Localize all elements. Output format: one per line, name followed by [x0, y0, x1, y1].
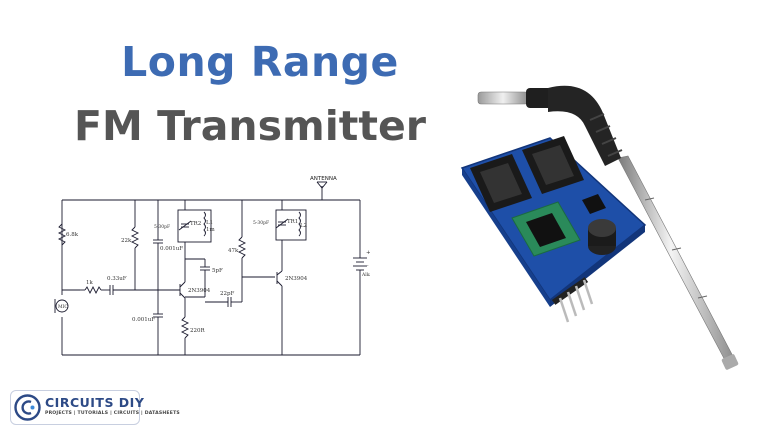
- label-0001-top: 0.001uF: [160, 246, 183, 252]
- label-q2: 2N3904: [285, 276, 308, 282]
- resistor-6k8: [57, 223, 67, 246]
- q2-emitter-leg: [276, 280, 283, 287]
- resistor-47k: [237, 236, 247, 259]
- label-47k: 47k: [228, 248, 239, 254]
- circuits-diy-logo: CIRCUITS DIY PROJECTS | TUTORIALS | CIRC…: [10, 390, 180, 425]
- logo-tagline: PROJECTS | TUTORIALS | CIRCUITS | DATASH…: [45, 411, 180, 416]
- trimmer-tr2-arrow: [178, 220, 192, 231]
- label-0001-bottom: 0.001uF: [132, 317, 155, 323]
- label-1k: 1k: [86, 280, 93, 286]
- label-22pf: 22pF: [220, 291, 235, 297]
- tank-right-box: [275, 209, 307, 241]
- label-22k: 22k: [121, 238, 132, 244]
- label-battery-type: Alkaline Battery: [361, 272, 370, 278]
- pcb-board: [460, 136, 647, 323]
- label-tr2: TR2: [190, 221, 201, 227]
- label-tr1: TR1: [287, 219, 298, 225]
- mic-symbol: [55, 299, 69, 313]
- label-battery-plus: +: [366, 250, 370, 256]
- q1-collector-leg: [179, 281, 186, 288]
- label-mic: MIC: [58, 304, 68, 310]
- label-antenna: ANTENNA: [310, 176, 337, 182]
- label-trimmer-right: 5-30pF: [253, 220, 269, 226]
- label-6k8: 6.8k: [66, 232, 79, 238]
- trimmer-tr1-arrow: [275, 218, 289, 229]
- label-5pf: 5pF: [212, 268, 223, 274]
- label-220r: 220R: [190, 328, 205, 334]
- circuits-diy-logo-icon: [14, 394, 41, 421]
- label-q1: 2N3904: [188, 288, 211, 294]
- audio-jack-plug: [477, 85, 623, 166]
- tank-left-box: [177, 209, 212, 243]
- antenna-icon: [316, 181, 328, 189]
- resistor-22k: [130, 226, 140, 249]
- label-battery-voltage: - 9V: [367, 263, 370, 269]
- fm-transmitter-module-illustration: [460, 85, 739, 370]
- logo-wordmark: CIRCUITS DIY: [45, 395, 145, 410]
- circuit-schematic: 6.8k MIC 1k 0.33uF 22k 0.001uF 0.001uF 5…: [54, 176, 370, 356]
- q1-emitter-leg: [179, 292, 186, 299]
- inductor-l1: [203, 211, 206, 237]
- resistor-220r: [180, 316, 190, 339]
- title-line-1: Long Range: [121, 38, 399, 86]
- label-l1-value: 1m: [206, 227, 215, 233]
- label-l2: L2: [300, 223, 307, 229]
- resistor-1k: [84, 285, 102, 295]
- label-l1: L1: [206, 220, 213, 226]
- label-trimmer-left: 5-30pF: [154, 224, 170, 230]
- q2-collector-leg: [276, 270, 283, 276]
- label-033uf: 0.33uF: [107, 276, 127, 282]
- telescopic-antenna: [617, 155, 739, 370]
- title-line-2: FM Transmitter: [73, 102, 427, 150]
- inductor-l2: [298, 211, 301, 237]
